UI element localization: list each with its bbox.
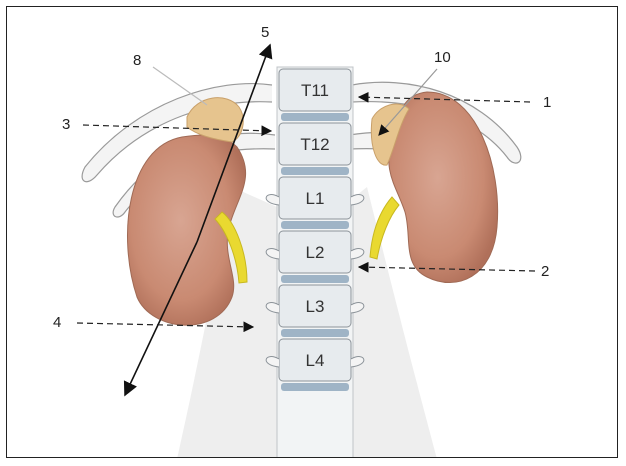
callout-1: 1 [543, 94, 551, 111]
intervertebral-disc [281, 113, 349, 121]
intervertebral-disc [281, 167, 349, 175]
intervertebral-disc [281, 275, 349, 283]
callout-2: 2 [541, 263, 549, 280]
callout-3: 3 [62, 116, 70, 133]
vertebra-label: L1 [306, 189, 325, 208]
vertebra-label: L2 [306, 243, 325, 262]
callout-8: 8 [133, 52, 141, 69]
intervertebral-disc [281, 221, 349, 229]
vertebra-label: L3 [306, 297, 325, 316]
callout-10: 10 [434, 49, 451, 66]
callout-4: 4 [53, 314, 61, 331]
vertebra-label: T11 [301, 81, 329, 100]
intervertebral-disc [281, 383, 349, 391]
vertebra-label: T12 [300, 135, 329, 154]
callout-5: 5 [261, 24, 269, 41]
intervertebral-disc [281, 329, 349, 337]
vertebra-label: L4 [306, 351, 325, 370]
